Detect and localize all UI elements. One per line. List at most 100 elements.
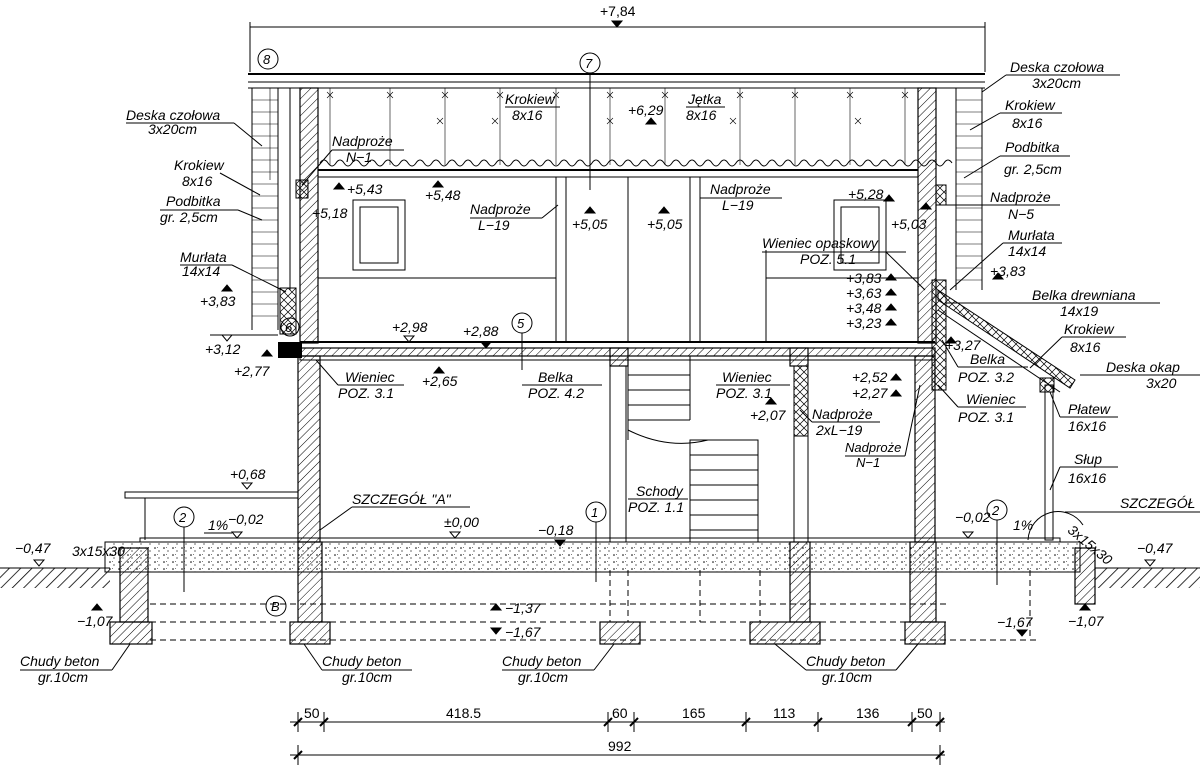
nadproze-n1-b-1: Nadproże [845,440,901,455]
slup-2: 16x16 [1068,470,1106,486]
level-503: +5,03 [891,216,927,232]
nadproze-n5-1: Nadproże [990,189,1051,205]
chudy-beton-3a: Chudy beton [502,653,582,669]
curb-left: 3x15x30 [72,543,125,559]
wieniec-center-1: Wieniec [722,369,772,385]
wieniec-right-1: Wieniec [966,391,1016,407]
level-323: +3,23 [846,315,882,331]
level-137: −1,37 [505,600,542,616]
krokiew-right-1: Krokiew [1005,97,1056,113]
chudy-beton-4a: Chudy beton [806,653,886,669]
level-047-left: −0,47 [15,540,52,556]
krokiew-center-1: Krokiew [505,91,556,107]
level-505-b: +5,05 [647,216,683,232]
belka-32-1: Belka [970,351,1005,367]
level-002-right: −0,02 [955,509,991,525]
right-canopy [937,289,1076,541]
level-363: +3,63 [846,285,882,301]
deska-okap-2: 3x20 [1146,375,1177,391]
dimension-line-total: 992 [290,738,945,765]
wieniec-left-1: Wieniec [345,369,395,385]
dim-136: 136 [856,705,880,721]
dim-50-left: 50 [304,705,320,721]
marker-8: 8 [257,48,279,70]
marker-8-label: 8 [263,52,271,67]
left-terrace [124,491,299,540]
level-505-a: +5,05 [572,216,608,232]
nadproze-n1-b-2: N−1 [856,455,880,470]
nadproze-l19-b-2: L−19 [722,197,754,213]
level-277: +2,77 [234,363,271,379]
level-207: +2,07 [750,407,787,423]
marker-6-label: 6 [285,320,293,335]
platew-1: Płatew [1068,401,1111,417]
level-288: +2,88 [463,323,499,339]
krokiew-right-2: 8x16 [1012,115,1043,131]
annotations-left: Deska czołowa 3x20cm Krokiew 8x16 Podbit… [126,107,404,293]
level-107-left: −1,07 [77,613,114,629]
deska-czolowa-right-1: Deska czołowa [1010,59,1104,75]
dim-165: 165 [682,705,706,721]
attic-floor [295,176,919,343]
szczegol-a: SZCZEGÓŁ "A" [352,491,452,507]
level-383-cluster: +3,83 [846,270,882,286]
podbitka-left-1: Podbitka [166,193,221,209]
level-252: +2,52 [852,369,888,385]
dim-113: 113 [773,705,796,721]
top-level-line: +7,84 [249,3,986,72]
chudy-beton-3b: gr.10cm [518,669,568,685]
marker-7-label: 7 [585,56,593,71]
marker-1-label: 1 [591,505,598,520]
level-518: +5,18 [312,205,348,221]
annotations-right: Deska czołowa 3x20cm Krokiew 8x16 Podbit… [762,59,1200,568]
annotations-center: Krokiew 8x16 Jętka 8x16 Nadproże L−19 Na… [72,91,921,559]
chudy-beton-2a: Chudy beton [322,653,402,669]
deska-czolowa-left-2: 3x20cm [148,121,197,137]
dim-50-right: 50 [917,705,933,721]
dim-418-5: 418.5 [446,705,481,721]
schody-1: Schody [636,483,684,499]
dim-60: 60 [612,705,628,721]
slope-right: 1% [1013,517,1033,533]
level-528: +5,28 [848,186,884,202]
level-top-label: +7,84 [600,3,636,19]
jetka-1: Jętka [687,91,722,107]
level-047-right: −0,47 [1137,540,1174,556]
belka-32-2: POZ. 3.2 [958,369,1014,385]
level-018: −0,18 [538,522,574,538]
chudy-beton-2b: gr.10cm [342,669,392,685]
level-348: +3,48 [846,300,882,316]
nadproze-2l19-2: 2xL−19 [815,422,863,438]
chudy-beton-1a: Chudy beton [20,653,100,669]
level-227: +2,27 [852,385,889,401]
marker-1: 1 [585,501,607,582]
murlata-right-2: 14x14 [1008,243,1046,259]
szczegol-right: SZCZEGÓŁ [1120,495,1195,511]
marker-2-right: 2 [986,499,1008,585]
level-marks: +6,29 +5,48 +5,43 +5,18 +5,05 +5,05 +5,2… [15,102,1174,640]
murlata-left-1: Murłata [180,249,227,265]
jetka-2: 8x16 [686,107,717,123]
level-383-right: +3,83 [990,263,1026,279]
foundation [0,537,1200,645]
wieniec-center-2: POZ. 3.1 [716,385,772,401]
dimension-line-segments: 50 418.5 60 165 113 136 50 [290,705,945,732]
marker-5-label: 5 [517,316,525,331]
nadproze-2l19-1: Nadproże [812,406,873,422]
wieniec-left-2: POZ. 3.1 [338,385,394,401]
marker-2-left: 2 [173,506,195,592]
podbitka-left-2: gr. 2,5cm [160,209,218,225]
annotations-foundation: Chudy beton gr.10cm Chudy beton gr.10cm … [20,643,919,685]
left-eave [251,87,319,344]
platew-2: 16x16 [1068,418,1106,434]
level-167-right: −1,67 [997,614,1034,630]
slup-1: Słup [1074,451,1102,467]
level-383-left: +3,83 [200,293,236,309]
marker-2-left-label: 2 [178,510,187,525]
krokiew-canopy-1: Krokiew [1064,321,1115,337]
murlata-right-1: Murłata [1008,227,1055,243]
murlata-left-2: 14x14 [182,263,220,279]
krokiew-canopy-2: 8x16 [1070,339,1101,355]
krokiew-left-2: 8x16 [182,173,213,189]
marker-7: 7 [579,52,601,190]
